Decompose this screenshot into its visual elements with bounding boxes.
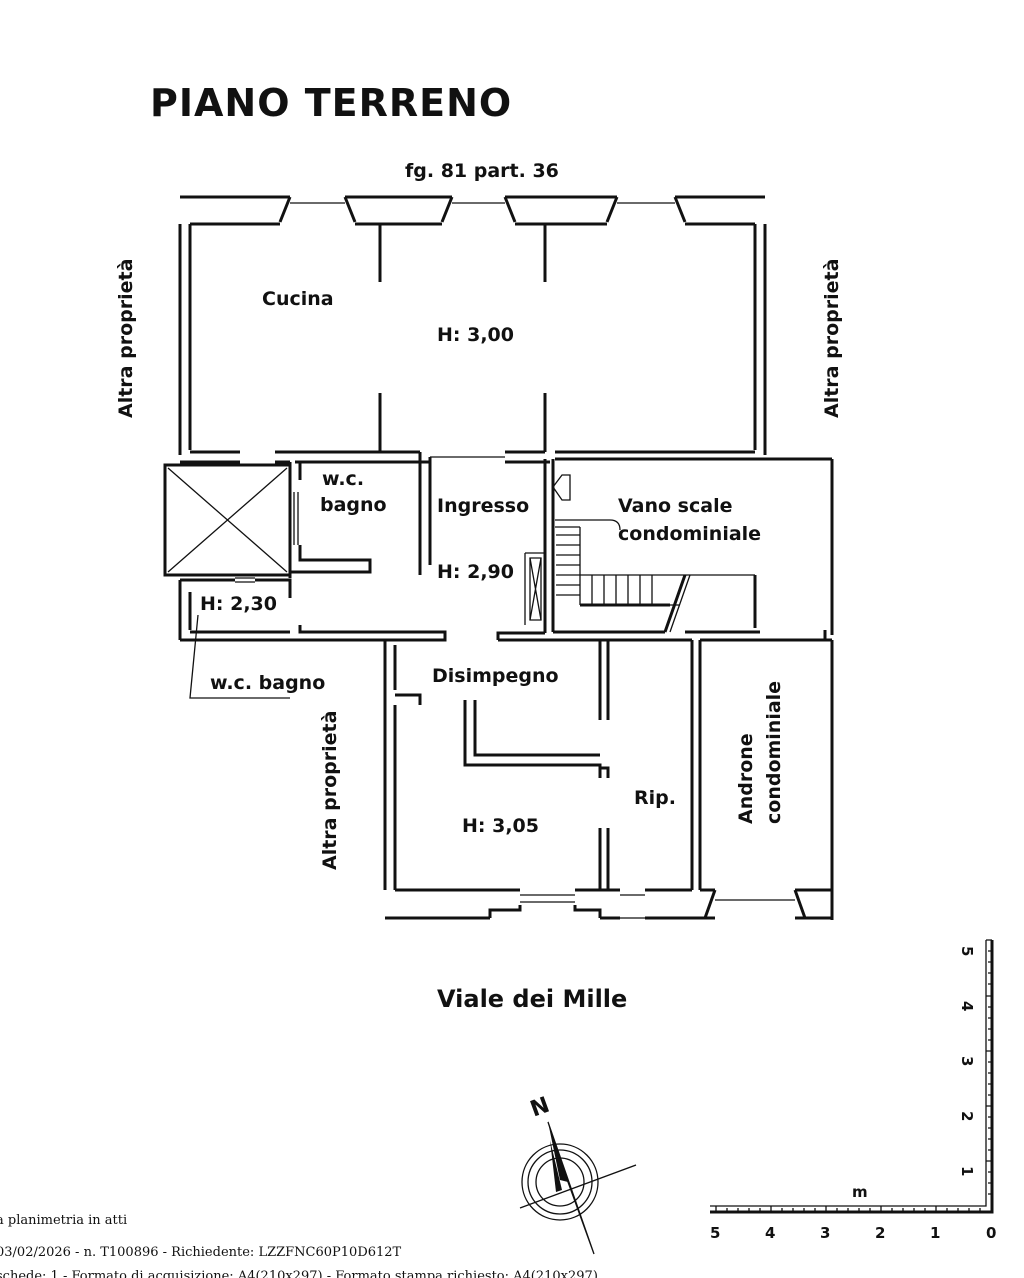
room-label-androne-2: condominiale <box>763 681 785 824</box>
room-label-cucina: Cucina <box>262 288 334 310</box>
walls <box>163 195 834 920</box>
compass-rose: N <box>519 1093 637 1255</box>
height-label-top: H: 3,00 <box>437 324 514 346</box>
scale-tick-v-1: 4 <box>958 1001 976 1011</box>
room-label-wc-upper-2: bagno <box>320 494 387 516</box>
room-label-vano-scale-1: Vano scale <box>618 495 732 517</box>
plan-title: PIANO TERRENO <box>150 81 512 125</box>
neighbour-label-left-top: Altra proprietà <box>115 259 137 418</box>
scale-tick-v-3: 2 <box>958 1111 976 1121</box>
scale-tick-h-0: 5 <box>710 1224 720 1242</box>
scale-tick-v-2: 3 <box>958 1056 976 1066</box>
scale-unit: m <box>852 1183 868 1201</box>
scale-tick-v-0: 5 <box>958 946 976 956</box>
footer-line-2: 03/02/2026 - n. T100896 - Richiedente: L… <box>0 1245 402 1260</box>
room-label-wc-lower: w.c. bagno <box>210 672 325 694</box>
scale-tick-v-4: 1 <box>958 1166 976 1176</box>
height-label-ingresso: H: 2,90 <box>437 561 514 583</box>
neighbour-label-right-top: Altra proprietà <box>821 259 843 418</box>
room-label-disimpegno: Disimpegno <box>432 665 559 687</box>
scale-tick-h-4: 1 <box>930 1224 940 1242</box>
room-label-rip: Rip. <box>634 787 676 809</box>
footer-line-1: a planimetria in atti <box>0 1213 127 1228</box>
parcel-reference: fg. 81 part. 36 <box>405 160 559 182</box>
scale-tick-h-5: 0 <box>986 1224 996 1242</box>
room-label-wc-upper-1: w.c. <box>322 468 364 490</box>
room-label-ingresso: Ingresso <box>437 495 529 517</box>
street-name: Viale dei Mille <box>437 985 627 1013</box>
scale-tick-h-1: 4 <box>765 1224 775 1242</box>
room-label-androne-1: Androne <box>735 733 757 824</box>
scale-tick-h-2: 3 <box>820 1224 830 1242</box>
footer-line-3: schede: 1 - Formato di acquisizione: A4(… <box>0 1269 598 1278</box>
neighbour-label-left-bottom: Altra proprietà <box>319 711 341 870</box>
scale-bar: m 5 4 3 2 1 0 5 4 3 2 1 <box>710 939 996 1242</box>
height-label-wc: H: 2,30 <box>200 593 277 615</box>
compass-north-label: N <box>527 1093 553 1123</box>
room-label-vano-scale-2: condominiale <box>618 523 761 545</box>
scale-tick-h-3: 2 <box>875 1224 885 1242</box>
height-label-bottom: H: 3,05 <box>462 815 539 837</box>
